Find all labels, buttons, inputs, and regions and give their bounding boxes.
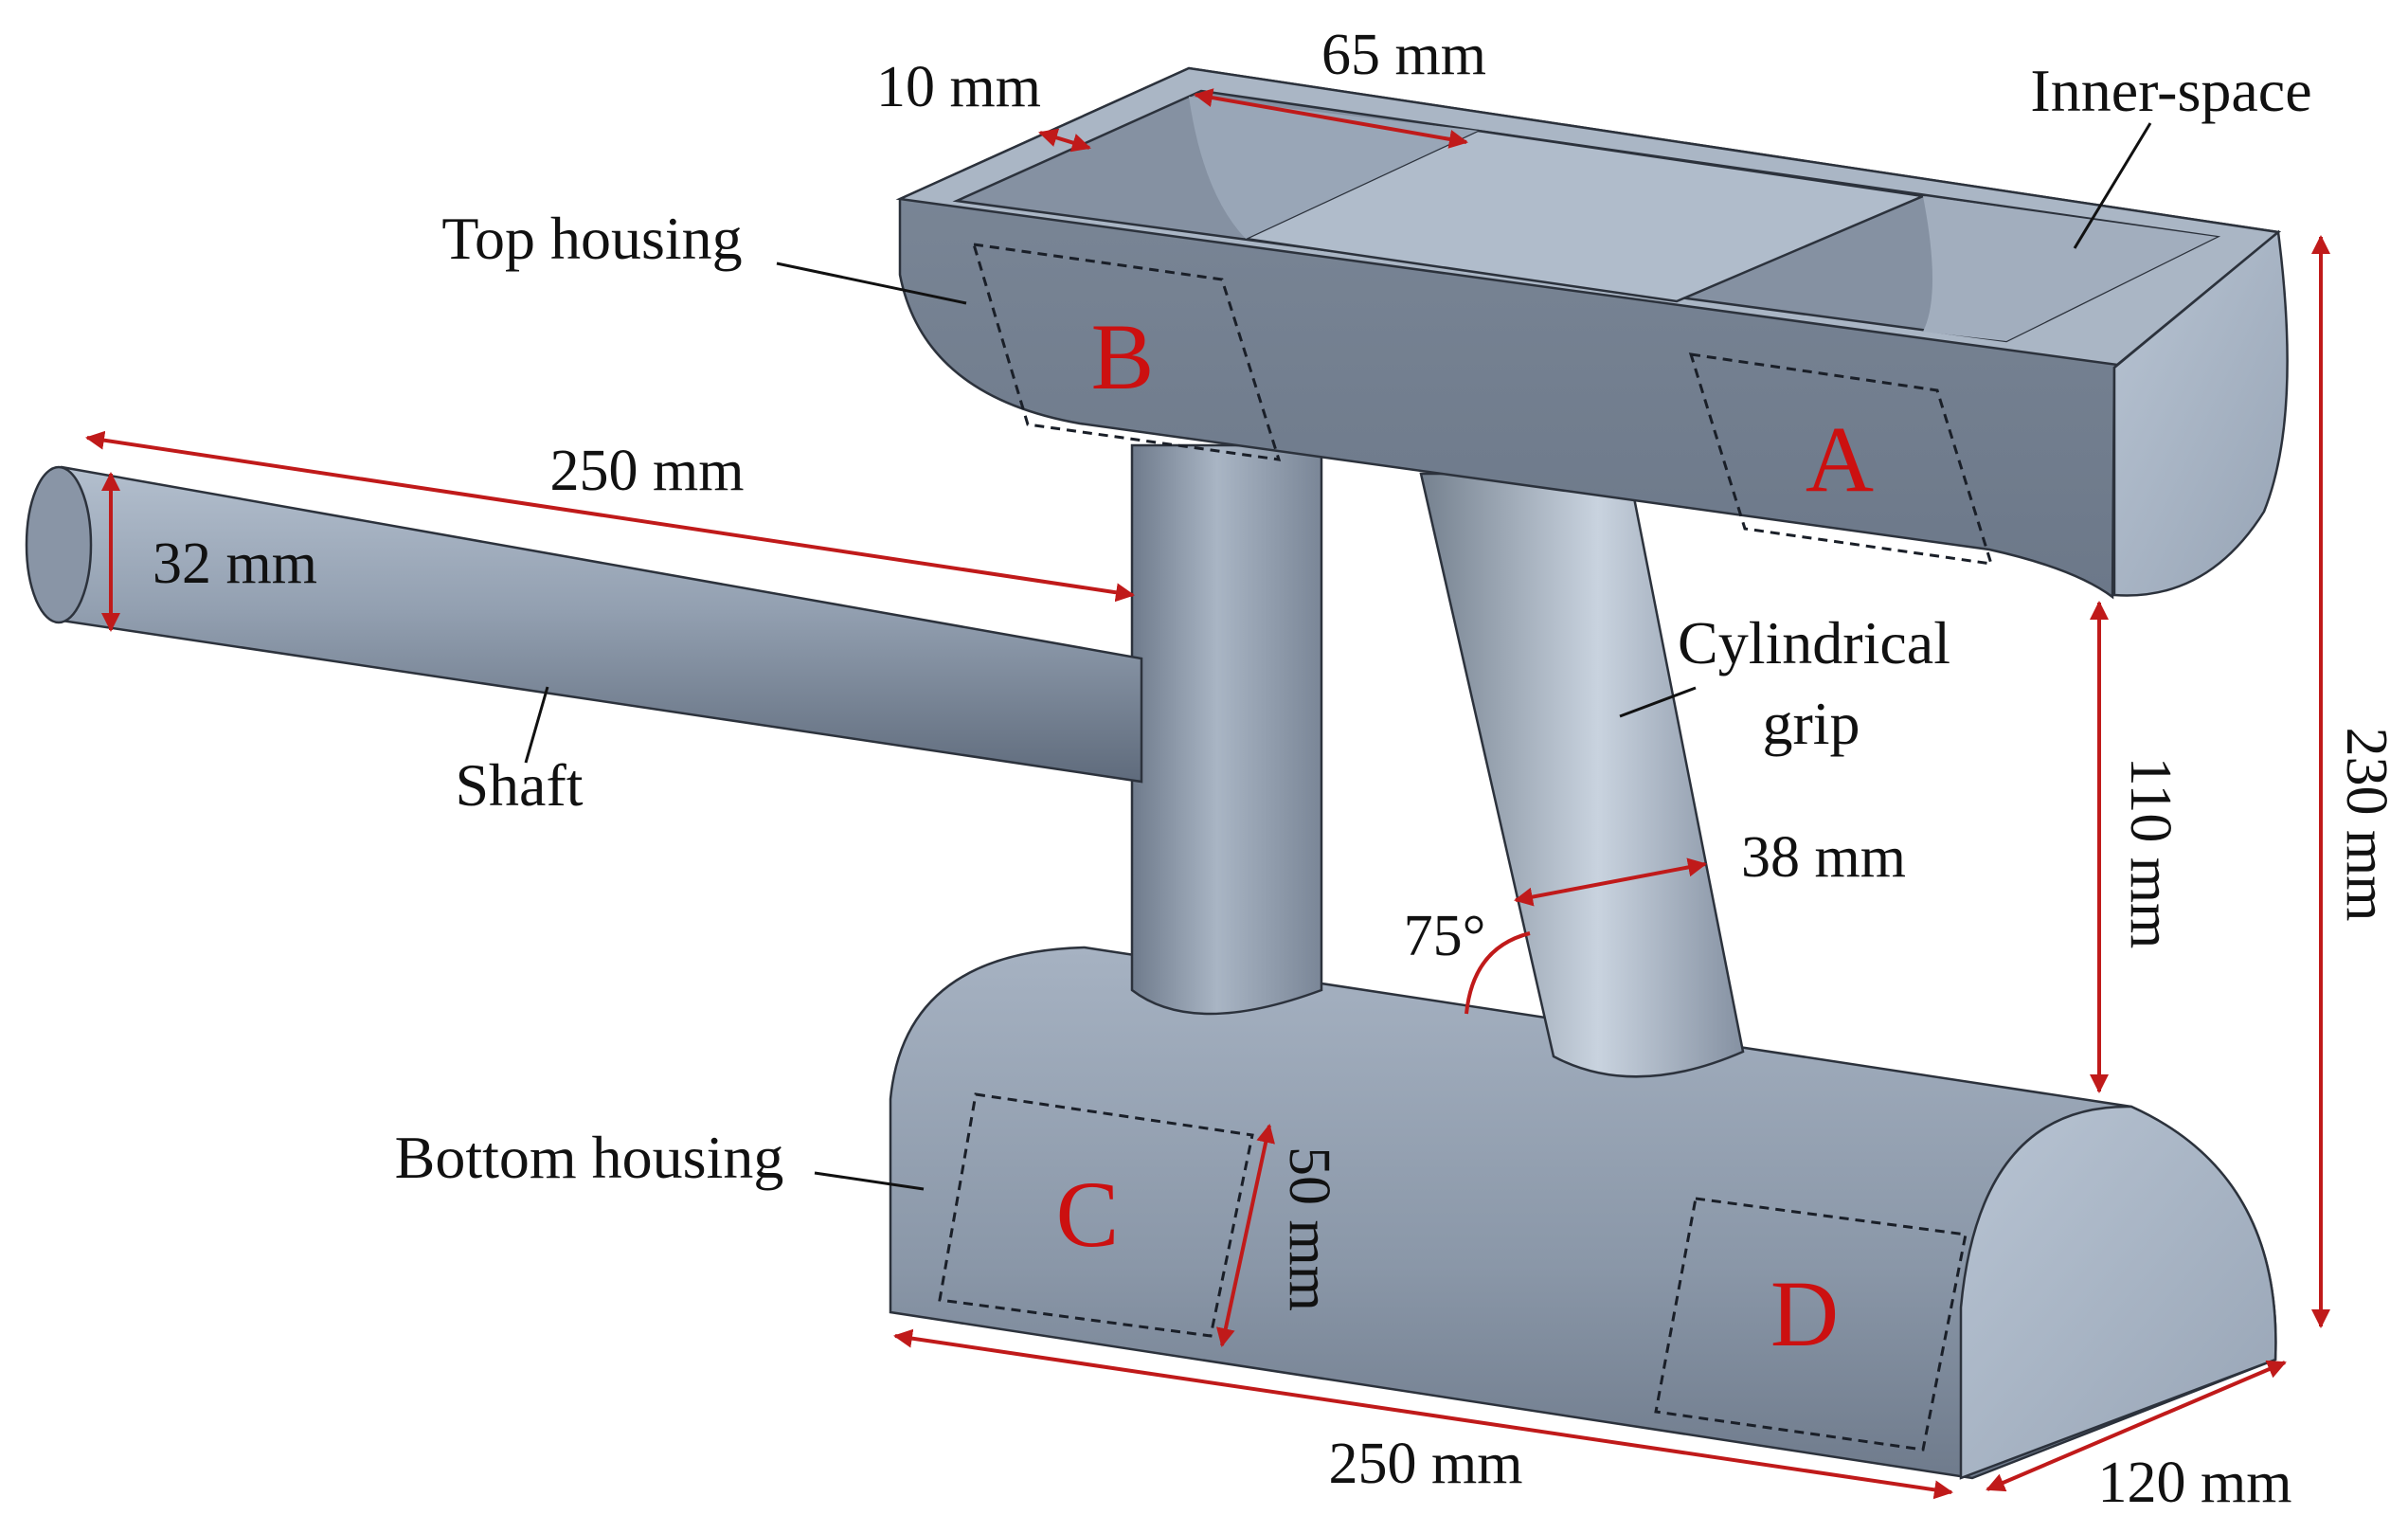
label-shaft: Shaft — [455, 751, 583, 819]
dim-base-length: 250 mm — [1329, 1432, 1523, 1496]
zone-c: C — [938, 1092, 1254, 1338]
dim-gap: 110 mm — [2118, 757, 2183, 949]
label-inner-space: Inner-space — [2030, 57, 2311, 124]
zone-height-line — [1216, 1124, 1275, 1347]
grip-diameter-line — [1514, 857, 1707, 907]
label-top-housing: Top housing — [441, 205, 742, 272]
dim-base-width: 120 mm — [2098, 1451, 2292, 1515]
label-cylindrical-grip-2: grip — [1762, 690, 1860, 757]
dim-grip-diameter: 38 mm — [1741, 825, 1906, 890]
dim-zone-height: 50 mm — [1277, 1146, 1341, 1311]
angle-arc — [1465, 931, 1531, 1015]
zone-d-letter: D — [1770, 1261, 1839, 1366]
zone-b-letter: B — [1091, 304, 1155, 409]
zone-c-letter: C — [1056, 1162, 1120, 1267]
dim-shaft-length: 250 mm — [550, 439, 745, 503]
base-length-line — [893, 1328, 1953, 1500]
label-bottom-housing: Bottom housing — [395, 1124, 784, 1191]
dim-total-height: 230 mm — [2334, 728, 2399, 922]
dim-inner: 65 mm — [1321, 23, 1486, 87]
dimension-lines — [85, 88, 2330, 1500]
zone-a: A — [1688, 352, 1994, 566]
zone-a-letter: A — [1806, 406, 1874, 512]
cylindrical-grip — [1419, 472, 1745, 1078]
label-cylindrical-grip-1: Cylindrical — [1678, 609, 1950, 676]
inner-dimension-line — [1194, 88, 1468, 149]
wall-dimension-line — [1038, 128, 1091, 153]
zone-b: B — [971, 243, 1282, 461]
leader-lines — [524, 122, 2152, 1191]
base-width-line — [1986, 1360, 2287, 1492]
vertical-post — [1130, 443, 1323, 1016]
dim-angle: 75° — [1404, 904, 1486, 968]
dim-shaft-diameter: 32 mm — [153, 532, 317, 596]
shaft-length-line — [85, 430, 1135, 603]
dim-wall: 10 mm — [876, 55, 1041, 119]
